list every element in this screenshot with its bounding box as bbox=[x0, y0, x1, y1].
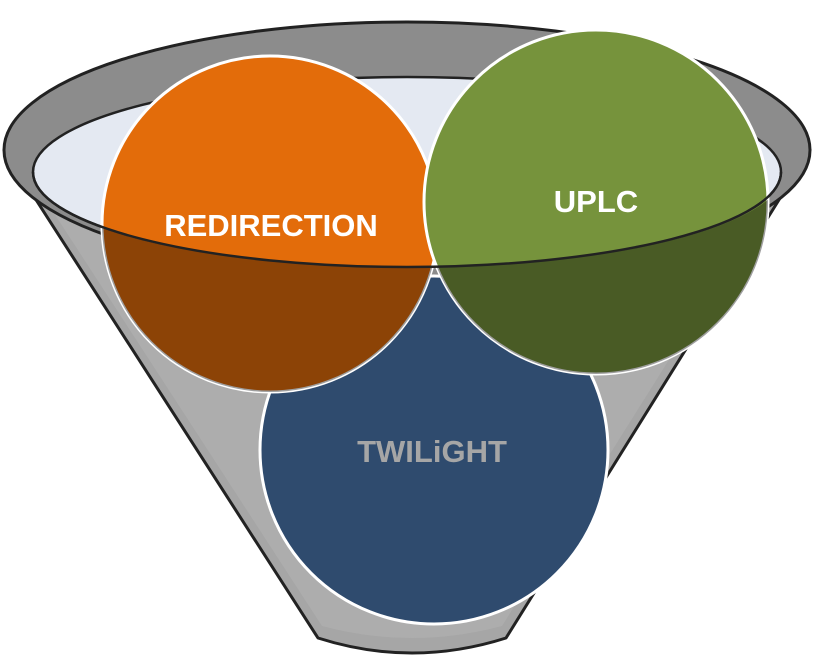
circle-uplc bbox=[422, 28, 770, 376]
label-uplc: UPLC bbox=[554, 184, 638, 219]
label-redirection: REDIRECTION bbox=[164, 208, 378, 243]
label-twilight: TWILiGHT bbox=[357, 434, 507, 469]
funnel-rim-front-line bbox=[31, 171, 783, 269]
